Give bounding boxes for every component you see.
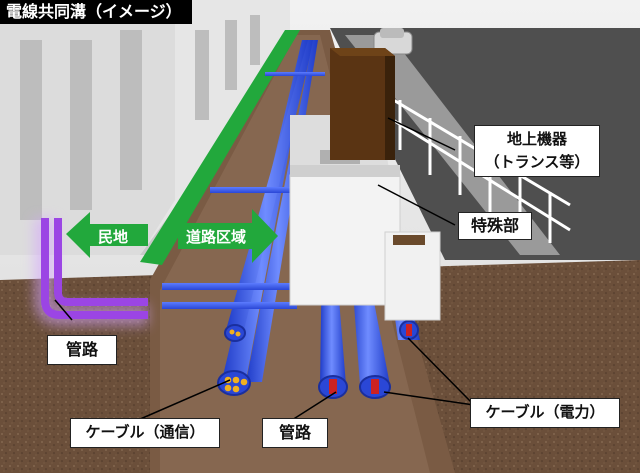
road-area-arrow [178, 209, 278, 263]
cable-telecom-callout: ケーブル（通信） [70, 418, 220, 448]
private-land-arrow [66, 212, 148, 258]
diagram-title: 電線共同溝（イメージ） [0, 0, 192, 24]
building-windows [20, 15, 260, 220]
private-conduit [34, 218, 148, 326]
pipe-ends-telecom [217, 324, 251, 396]
road-median [345, 35, 560, 255]
boundary-green-band [140, 30, 300, 265]
private-land-label: 民地 [98, 228, 129, 246]
cable-power-callout: ケーブル（電力） [470, 398, 620, 428]
leader-lines [54, 117, 475, 421]
ground-equipment-callout: 地上機器 （トランス等） [474, 125, 600, 177]
ground-equipment-label: 地上機器 [506, 130, 567, 148]
special-section-callout: 特殊部 [458, 212, 532, 240]
conduit-bottom-callout: 管路 [262, 418, 328, 448]
conduit-left-callout: 管路 [47, 335, 117, 365]
horizontal-service-pipes [162, 72, 387, 309]
handhole-box [384, 231, 441, 321]
ground-equipment-sublabel: （トランス等） [484, 153, 590, 171]
pipe-ends-power [318, 320, 419, 399]
transformer-cabinet [330, 48, 395, 160]
road-area-label: 道路区域 [186, 228, 247, 246]
